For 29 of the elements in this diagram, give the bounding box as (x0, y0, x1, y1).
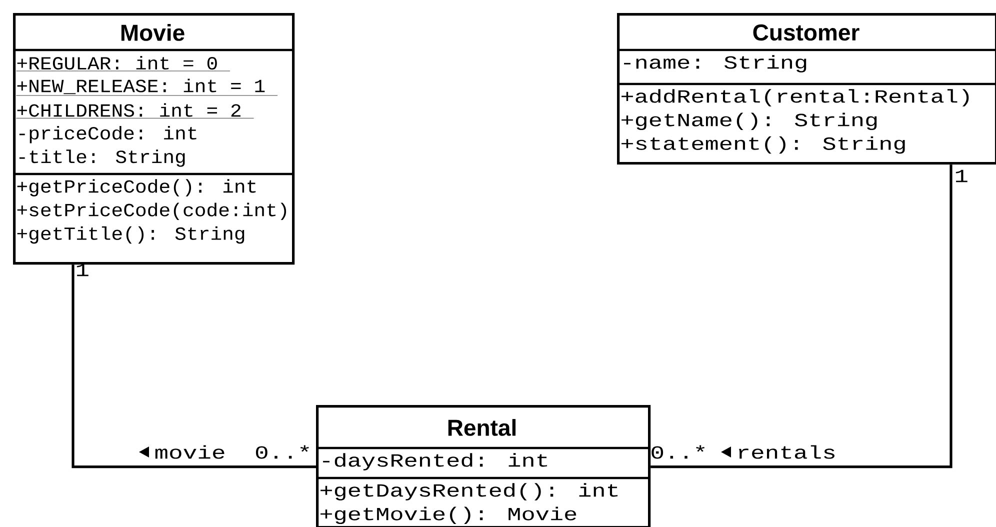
method: +statement(): String (622, 136, 905, 154)
edge-label: movie (155, 445, 224, 459)
attribute: -name: String (624, 55, 806, 72)
multiplicity-label: 1 (76, 264, 88, 276)
method: +getTitle(): String (17, 226, 244, 244)
method: +getPriceCode(): int (17, 179, 256, 196)
multiplicity-label: 0..* (652, 445, 705, 459)
class-name: Rental (448, 419, 516, 436)
multiplicity-label: 1 (956, 170, 968, 182)
class-box (316, 405, 651, 527)
method: +addRental(rental:Rental) (622, 89, 969, 106)
attribute: -daysRented: int (323, 453, 548, 470)
method: +getName(): String (622, 112, 877, 130)
attribute: -priceCode: int (19, 126, 196, 144)
class-name: Customer (753, 24, 860, 41)
method: +getDaysRented(): int (320, 483, 618, 500)
attribute: +NEW_RELEASE: int = 1 (16, 78, 278, 96)
attribute: -title: String (19, 150, 185, 167)
edge-label: rentals (739, 445, 834, 459)
class-box (13, 12, 295, 265)
attribute: +REGULAR: int = 0 (16, 56, 230, 72)
association-line (650, 164, 952, 468)
multiplicity-label: 0..* (256, 445, 309, 459)
method: +getMovie(): Movie (320, 506, 576, 524)
method: +setPriceCode(code:int) (17, 202, 286, 220)
association-line (72, 264, 316, 468)
attribute: +CHILDRENS: int = 2 (16, 103, 254, 118)
class-name: Movie (121, 24, 184, 41)
class-box (617, 12, 996, 165)
